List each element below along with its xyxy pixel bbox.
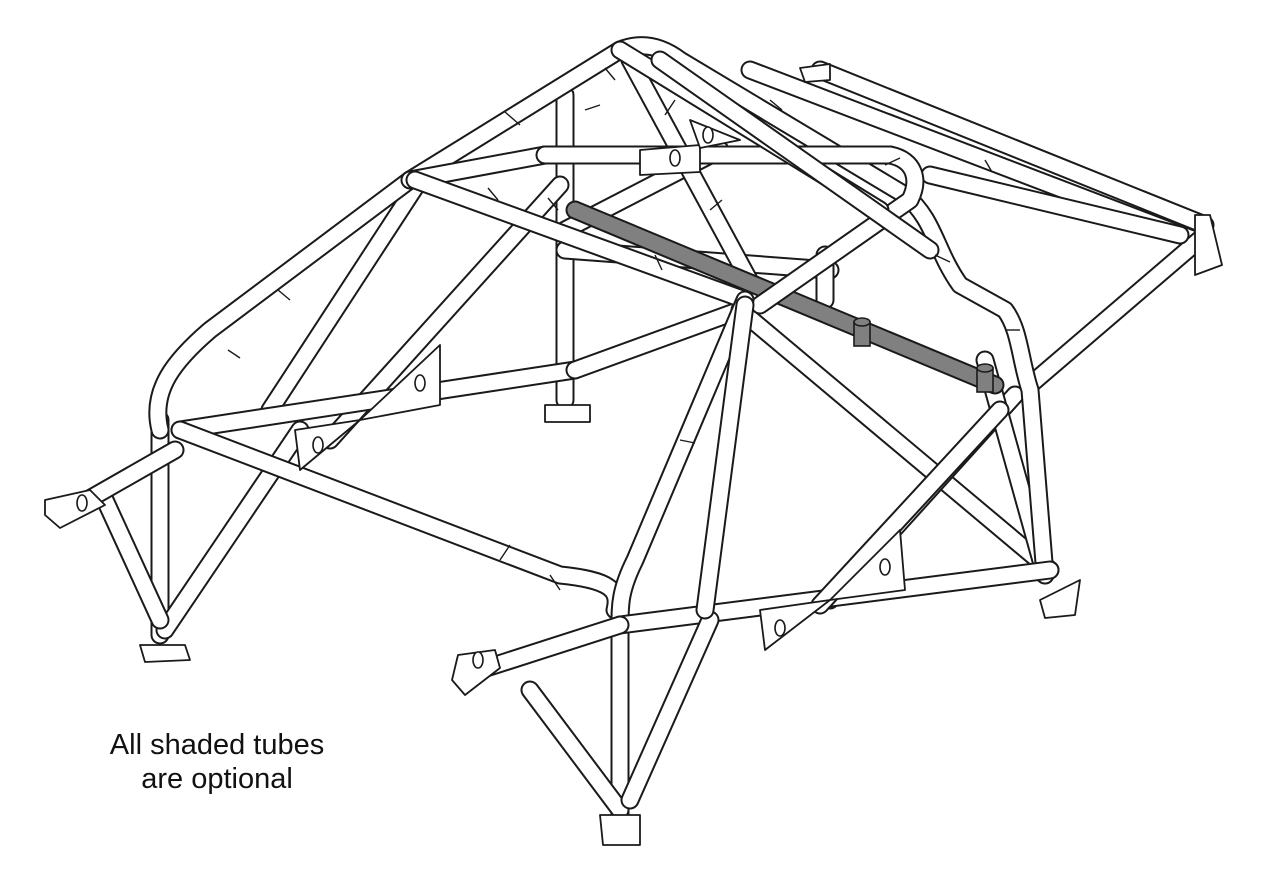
tube-left-front-leg-c [95,490,170,630]
tube-right-front-leg [1020,225,1215,395]
tube-roof-center-rail [405,170,755,310]
mounting-hole [879,558,891,576]
tube-joint [679,439,696,444]
tube-front-leg-diagonal-2 [620,610,720,810]
tube-joint [227,349,241,359]
tube-joint [277,289,291,301]
tube-roof-cross [620,50,770,310]
foot-plate-far-right [1194,214,1223,276]
tube-joint [549,574,561,591]
tube-roof-front-diagonal [650,50,940,260]
caption-line-2: are optional [141,763,293,795]
mounting-hole [414,374,426,392]
tube-joint [984,159,993,173]
tube-left-mid-diagonal [260,170,430,420]
tube-joint [584,104,601,111]
tube-joint [487,187,499,201]
roof-plate-right [689,119,741,149]
tube-joint [709,199,723,211]
foot-plate-center-back [544,404,591,423]
tube-joint [654,254,663,271]
tube-left-floor-bar [170,360,585,440]
gusset-front-right [829,529,906,601]
mounting-hole [312,436,324,454]
tube-joint [934,254,951,263]
tube-roof-left-rail [400,145,555,190]
foot-plate-front-bottom [599,814,641,846]
tube-front-inner-brace [695,295,755,620]
tube-main-hoop [148,36,1055,585]
foot-plate-left-front [44,489,106,529]
tube-right-diagonal-main [730,300,1060,580]
tube-joint [504,111,521,126]
tube-joint [769,99,783,111]
gusset-left-front [294,419,361,471]
mounting-hole [76,494,88,512]
tube-joint [547,197,559,211]
mounting-hole [472,651,484,669]
tube-joint [884,157,901,166]
caption-line-1: All shaded tubes [109,729,325,761]
mounting-plates [44,63,1223,846]
optional-tube-mount-stub [853,317,871,347]
mounting-hole [702,126,714,144]
tube-joint [499,544,511,561]
foot-plate-far-top [799,63,831,83]
foot-plate-left-rear [139,644,191,663]
tube-front-hoop-top [535,145,925,315]
foot-plate-front-left [451,649,501,696]
tube-right-rear-rail [920,165,1190,245]
roof-plate-center [639,144,701,176]
gusset-front-center [759,599,831,651]
tube-far-right-rail [810,60,1215,235]
tube-joint [604,67,616,81]
gusset-left-center [359,344,441,421]
diagram-caption: All shaded tubes are optional [62,728,372,796]
optional-tube-mount-stub [976,363,994,393]
tube-front-left-brace [470,615,630,680]
tube-front-leg-diagonal [520,680,630,820]
tube-right-front-brace [810,400,1010,615]
roll-cage-tubes [60,36,1215,835]
tube-joint [664,99,676,116]
mounting-hole [774,619,786,637]
tube-center-floor-bar [565,300,750,380]
foot-plate-right-front [1039,579,1081,619]
mounting-hole [669,149,681,167]
